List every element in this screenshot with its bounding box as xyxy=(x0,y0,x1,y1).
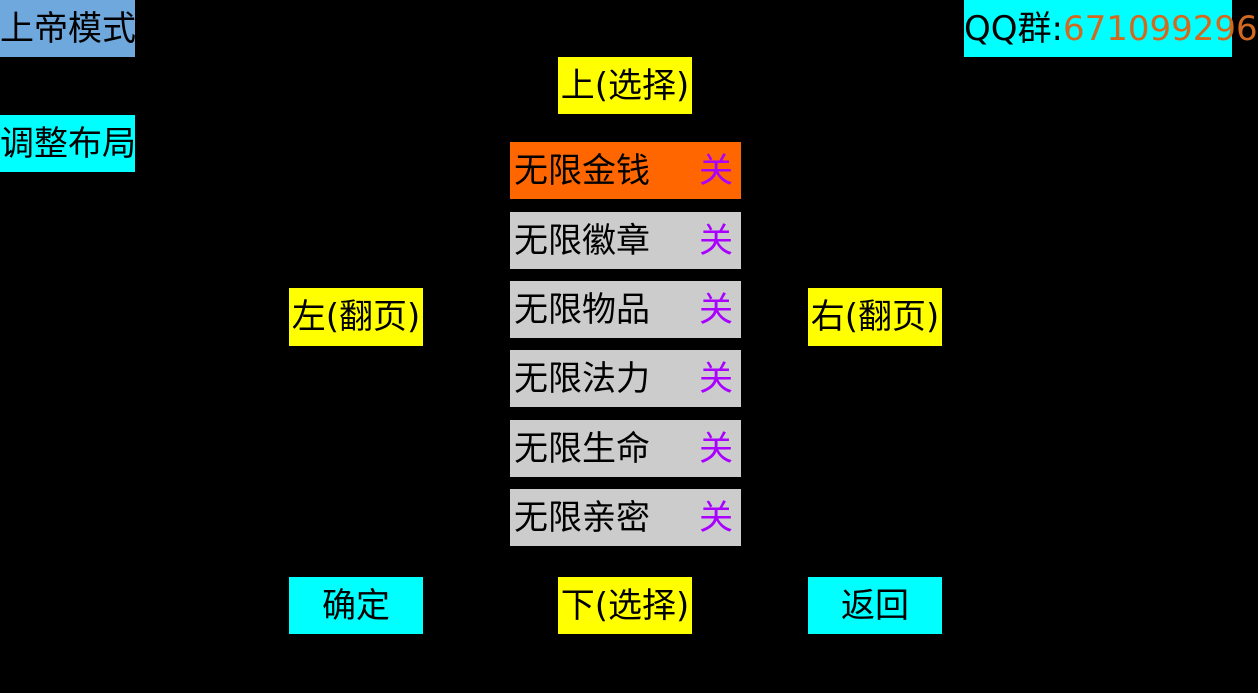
cheat-label: 无限亲密 xyxy=(514,497,650,538)
god-mode-button[interactable]: 上帝模式 xyxy=(0,0,136,57)
left-page-label: 左(翻页) xyxy=(291,297,421,337)
cheat-label: 无限徽章 xyxy=(514,220,650,261)
cheat-item-badge[interactable]: 无限徽章 关 xyxy=(510,212,741,269)
cheat-item-items[interactable]: 无限物品 关 xyxy=(510,281,741,338)
down-select-button[interactable]: 下(选择) xyxy=(558,577,692,634)
confirm-button[interactable]: 确定 xyxy=(289,577,423,634)
cheat-state: 关 xyxy=(699,497,733,538)
cheat-item-life[interactable]: 无限生命 关 xyxy=(510,420,741,477)
right-page-label: 右(翻页) xyxy=(810,297,940,337)
cheat-label: 无限生命 xyxy=(514,428,650,469)
god-mode-label: 上帝模式 xyxy=(0,8,136,49)
cheat-item-mana[interactable]: 无限法力 关 xyxy=(510,350,741,407)
cheat-item-intimacy[interactable]: 无限亲密 关 xyxy=(510,489,741,546)
back-label: 返回 xyxy=(841,585,909,626)
cheat-label: 无限法力 xyxy=(514,358,650,399)
right-page-button[interactable]: 右(翻页) xyxy=(808,288,942,346)
up-select-label: 上(选择) xyxy=(560,65,690,106)
up-select-button[interactable]: 上(选择) xyxy=(558,57,692,114)
cheat-label: 无限金钱 xyxy=(514,150,650,191)
qq-group-info: QQ群: 671099296 xyxy=(964,0,1258,57)
cheat-label: 无限物品 xyxy=(514,289,650,330)
back-button[interactable]: 返回 xyxy=(808,577,942,634)
cheat-state: 关 xyxy=(699,150,733,191)
cheat-state: 关 xyxy=(699,289,733,330)
qq-group-prefix: QQ群: xyxy=(964,8,1063,49)
qq-group-number: 671099296 xyxy=(1062,8,1258,49)
cheat-state: 关 xyxy=(699,220,733,261)
adjust-layout-label: 调整布局 xyxy=(0,123,136,164)
left-page-button[interactable]: 左(翻页) xyxy=(289,288,423,346)
cheat-item-money[interactable]: 无限金钱 关 xyxy=(510,142,741,199)
confirm-label: 确定 xyxy=(322,585,390,626)
cheat-state: 关 xyxy=(699,428,733,469)
adjust-layout-button[interactable]: 调整布局 xyxy=(0,115,136,172)
down-select-label: 下(选择) xyxy=(560,585,690,626)
cheat-state: 关 xyxy=(699,358,733,399)
